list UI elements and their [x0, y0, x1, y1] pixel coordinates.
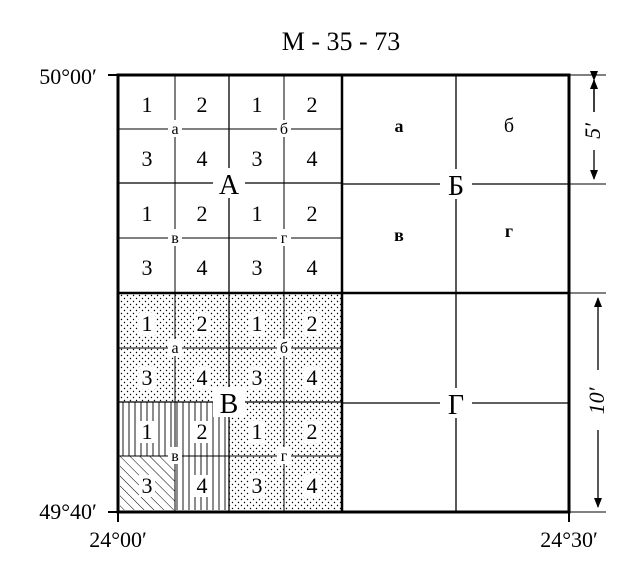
lon-right-label: 24°30′ [540, 527, 598, 552]
sub-sheet-letter: а [171, 340, 178, 357]
scale-label-10min: 10′ [584, 386, 609, 414]
lon-left-label: 24°00′ [89, 527, 147, 552]
cell-number: 3 [252, 365, 263, 390]
cell-number: 2 [307, 419, 318, 444]
quadrant-label-b: Б [448, 171, 464, 202]
cell-number: 2 [197, 419, 208, 444]
cell-number: 3 [142, 365, 153, 390]
cell-number: 2 [307, 201, 318, 226]
lat-bottom-label: 49°40′ [39, 499, 97, 524]
quadrant-label-g: Г [448, 390, 464, 421]
cell-number: 1 [252, 201, 263, 226]
sub-sheet-letter: г [281, 448, 288, 465]
sub-sheet-letter: б [280, 121, 288, 138]
sub-sheet-letter: а [171, 121, 178, 138]
b-sub-b: б [504, 115, 514, 137]
cells-layer: 1 2 1 2 3 4 3 4 1 2 1 2 3 4 3 4 1 2 1 2 3 4 3 4 1 2 1 2 3 4 3 4 а б в г а б в г [139, 92, 320, 498]
cell-number: 4 [307, 146, 318, 171]
sheet-title: M - 35 - 73 [282, 27, 400, 56]
sub-sheet-letter: в [171, 230, 179, 247]
cell-number: 1 [252, 419, 263, 444]
b-sub-a: а [395, 116, 404, 136]
cell-number: 2 [307, 311, 318, 336]
cell-number: 2 [197, 311, 208, 336]
cell-number: 3 [252, 473, 263, 498]
cell-number: 2 [307, 92, 318, 117]
quadrant-label-a: А [219, 170, 240, 201]
sub-sheet-letter: б [280, 340, 288, 357]
sub-sheet-letter: г [281, 230, 288, 247]
cell-number: 1 [142, 311, 153, 336]
cell-number: 4 [197, 473, 208, 498]
cell-number: 1 [142, 419, 153, 444]
cell-number: 2 [197, 201, 208, 226]
cell-number: 4 [307, 255, 318, 280]
cell-number: 4 [197, 365, 208, 390]
cell-number: 4 [307, 365, 318, 390]
scale-label-5min: 5′ [580, 122, 605, 139]
b-sub-v: в [394, 225, 404, 245]
cell-number: 1 [142, 201, 153, 226]
cell-number: 2 [197, 92, 208, 117]
lat-top-label: 50°00′ [39, 64, 97, 89]
cell-number: 4 [197, 146, 208, 171]
cell-number: 1 [252, 92, 263, 117]
cell-number: 3 [142, 255, 153, 280]
cell-number: 3 [252, 255, 263, 280]
cell-number: 1 [252, 311, 263, 336]
cell-number: 3 [142, 473, 153, 498]
b-sub-g: г [505, 221, 513, 241]
cell-number: 1 [142, 92, 153, 117]
sub-sheet-letter: в [171, 448, 179, 465]
quadrant-label-v: В [220, 389, 239, 420]
cell-number: 3 [142, 146, 153, 171]
cell-number: 3 [252, 146, 263, 171]
cell-number: 4 [197, 255, 208, 280]
cell-number: 4 [307, 473, 318, 498]
